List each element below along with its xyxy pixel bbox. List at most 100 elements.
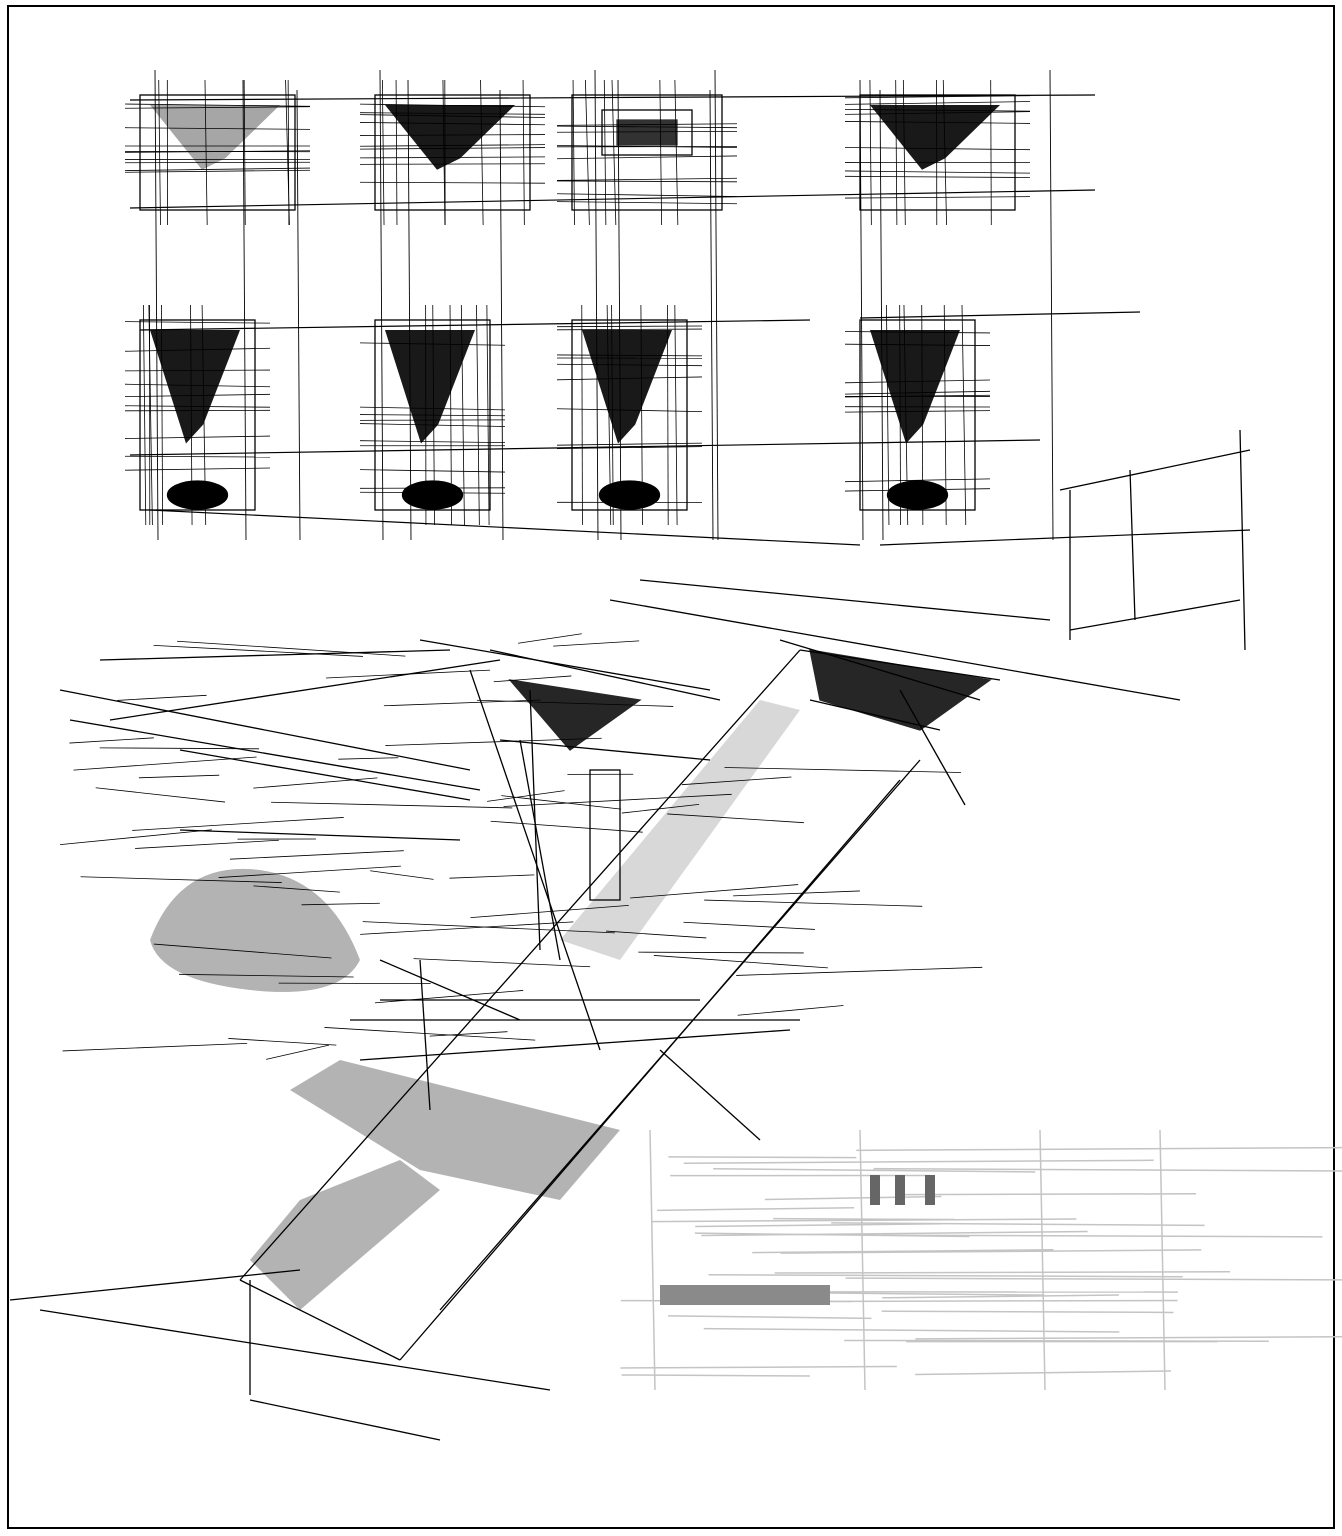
hatch-line [556, 376, 703, 381]
hatch-line [470, 904, 629, 918]
shadow-deck [290, 1060, 620, 1200]
hatch-line [381, 79, 385, 226]
hatch-line [179, 973, 354, 978]
hatch-line [124, 383, 271, 388]
hatch-line [124, 127, 311, 130]
hatch-line [73, 756, 257, 771]
construction-line [296, 89, 301, 541]
hatch-line [902, 79, 906, 226]
hatch-line [486, 304, 490, 526]
hatch-line [572, 79, 575, 226]
thumbnail-frame [374, 94, 531, 211]
hatch-line [359, 181, 546, 184]
pencil-line [1159, 1129, 1166, 1391]
hatch-line [611, 79, 617, 226]
building-edge [499, 739, 711, 761]
thumbnail-1-3 [556, 79, 738, 226]
pencil-line [701, 1230, 1088, 1237]
hatch-line [556, 177, 738, 181]
hatch-line [142, 304, 147, 526]
dark-mass [385, 330, 475, 444]
pencil-line [780, 1249, 1202, 1254]
hatch-line [942, 79, 947, 226]
hatch-line [621, 803, 700, 814]
hatch-line [153, 644, 363, 657]
hatch-line [556, 408, 703, 413]
hatch-line [943, 304, 947, 526]
pencil-line [882, 1234, 1323, 1238]
hatch-line [359, 112, 546, 115]
building-edge [659, 1049, 761, 1141]
hatch-line [844, 343, 991, 346]
dark-base [598, 480, 661, 510]
hatch-line [359, 147, 546, 150]
hatch-line [844, 379, 991, 384]
hatch-line [95, 787, 226, 803]
dark-mass [150, 330, 240, 444]
thumbnail-2-3 [556, 304, 703, 526]
pencil-line [856, 1146, 1342, 1152]
hatch-line [161, 304, 164, 526]
hatch-line [62, 1042, 248, 1052]
hatch-line [476, 304, 480, 526]
hatch-line [490, 820, 643, 833]
thumbnail-1-1 [124, 79, 311, 226]
thumbnail-frame [859, 319, 976, 511]
hatch-line [501, 795, 622, 810]
construction-line [129, 189, 1096, 209]
hatch-line [117, 694, 207, 701]
dark-base [886, 480, 949, 510]
pencil-line [657, 1206, 855, 1212]
building-edge [419, 959, 431, 1111]
pencil-line [651, 1218, 1077, 1223]
hatch-line [844, 170, 1031, 174]
hatch-line [359, 440, 506, 444]
hatch-line [124, 150, 311, 153]
pencil-line [873, 1167, 1342, 1172]
hatch-line [383, 699, 541, 707]
hatch-line [362, 921, 615, 934]
hatch-line [895, 79, 898, 226]
hatch-line [704, 899, 923, 907]
hatch-line [638, 951, 804, 954]
building-edge [1069, 599, 1241, 631]
pencil-line [773, 1217, 955, 1221]
thumbnail-1-4 [844, 79, 1031, 226]
construction-line [594, 69, 599, 541]
hatch-line [556, 201, 738, 205]
hatch-line [659, 79, 663, 226]
building-edge [609, 599, 1181, 701]
hatch-line [844, 394, 991, 398]
hatch-line [287, 79, 290, 226]
thumbnail-2-4 [844, 304, 991, 526]
hatch-line [630, 884, 799, 899]
hatch-line [124, 455, 271, 458]
construction-line [714, 69, 719, 541]
pencil-line [1039, 1129, 1046, 1391]
dark-base [401, 480, 464, 510]
hatch-line [449, 874, 535, 879]
shadow-walkway [250, 1160, 440, 1310]
perspective-building-sketch [9, 429, 1251, 1441]
thumbnail-2-2 [359, 304, 506, 526]
dark-mass [870, 330, 960, 444]
pencil-line [649, 1129, 656, 1391]
building-edge [469, 669, 601, 1051]
hatch-line [338, 757, 399, 760]
hatch-line [844, 331, 991, 334]
dark-roof-mass [508, 679, 642, 751]
hatch-line [844, 101, 1031, 105]
hatch-line [460, 304, 465, 526]
hatch-line [301, 902, 380, 906]
hatch-line [359, 469, 506, 473]
building-edge [249, 1399, 441, 1441]
pencil-line [668, 1315, 872, 1320]
pencil-line [774, 1271, 1231, 1274]
thumbnail-frame [859, 94, 1016, 211]
building-edge [239, 649, 801, 1281]
hatch-line [359, 134, 546, 136]
hatch-line [844, 196, 1031, 199]
hatch-line [359, 423, 506, 427]
hatch-line [683, 921, 815, 930]
